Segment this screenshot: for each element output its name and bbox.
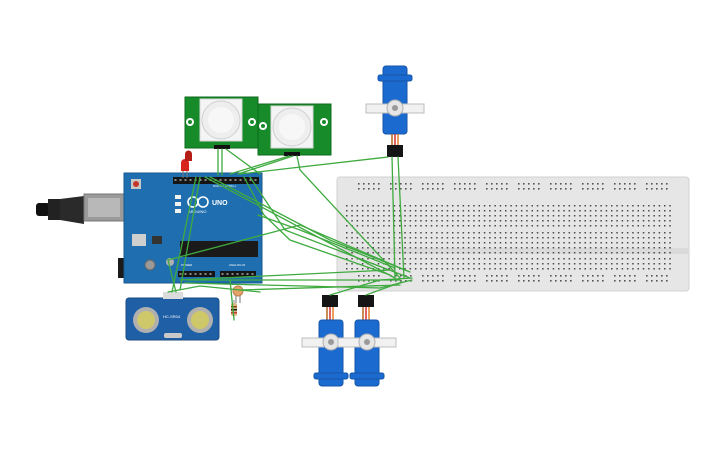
pir-sensor-1[interactable]	[184, 96, 259, 149]
wire	[249, 176, 411, 279]
wire	[229, 155, 290, 175]
photoresistor[interactable]	[232, 285, 244, 303]
power-header-label: POWER	[181, 263, 193, 267]
wire	[179, 269, 391, 281]
wire	[184, 279, 413, 289]
wires	[167, 148, 413, 321]
usb-cable-end	[36, 203, 50, 216]
wire	[179, 176, 201, 291]
wire	[204, 176, 396, 279]
pir-sensor-2[interactable]	[257, 103, 332, 156]
ultrasonic-model-label: HC-SR04	[163, 314, 181, 319]
servo-top[interactable]	[365, 65, 425, 157]
digital-header-label: DIGITAL (PWM~)	[213, 184, 236, 188]
wire	[296, 155, 401, 279]
wire	[391, 156, 396, 279]
wire	[239, 156, 389, 175]
reset-button[interactable]	[133, 181, 139, 187]
wire	[167, 224, 406, 293]
arduino-logo	[187, 196, 209, 208]
wire	[243, 176, 391, 276]
wire	[257, 214, 396, 269]
wire	[329, 277, 413, 296]
servo-bottom-right[interactable]	[337, 295, 397, 387]
ultrasonic-sensor[interactable]: HC-SR04	[125, 292, 220, 341]
wire	[225, 148, 261, 175]
wire	[239, 284, 401, 291]
uno-label: UNO	[212, 200, 228, 207]
atmega-chip	[180, 241, 258, 257]
wire	[167, 285, 261, 293]
wire	[171, 176, 197, 293]
wire	[229, 279, 235, 321]
wire	[237, 155, 294, 175]
wire	[397, 156, 405, 279]
red-led[interactable]	[181, 150, 192, 178]
breadboard[interactable]	[336, 176, 690, 292]
analog-header-label: ANALOG IN	[229, 263, 245, 267]
arduino-brand-label: ARDUINO	[188, 209, 206, 214]
